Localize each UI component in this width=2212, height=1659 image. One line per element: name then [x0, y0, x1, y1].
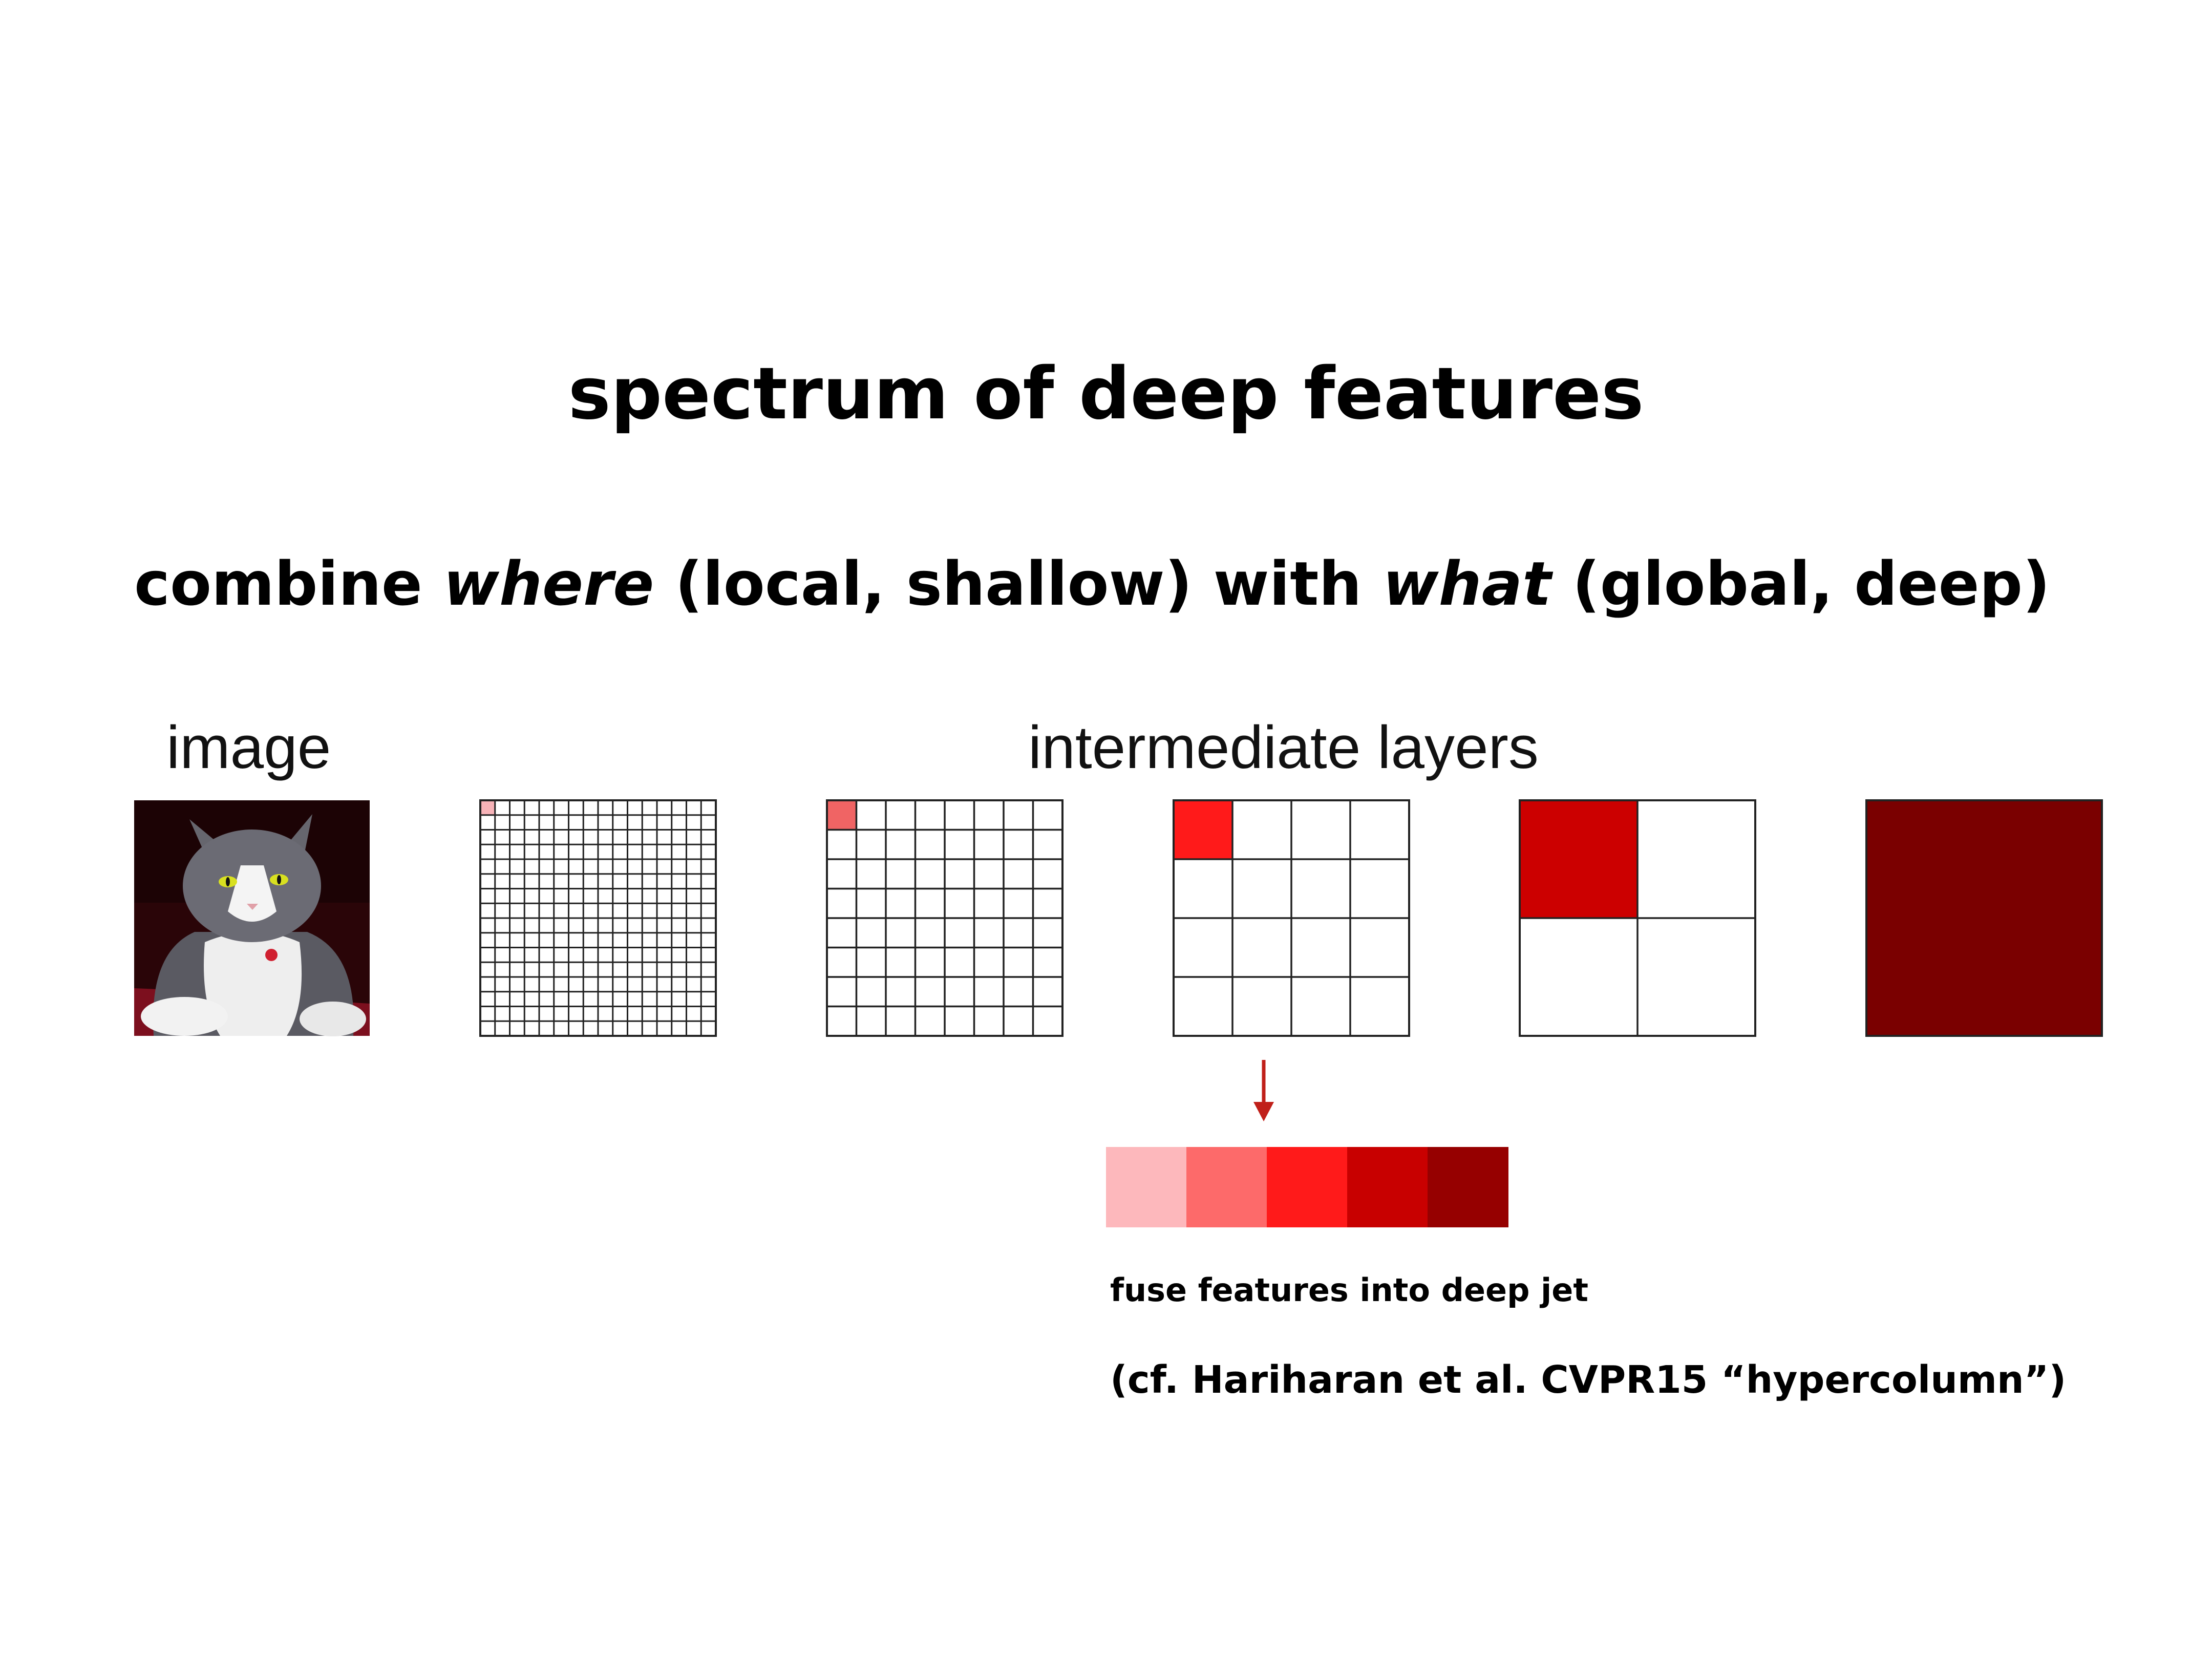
- receptive-cell-highlight: [1174, 800, 1232, 859]
- subtitle-part-1: combine: [134, 548, 444, 619]
- grid-border: [479, 799, 717, 1037]
- layer-grid-8: [826, 799, 1064, 1037]
- grid-border: [1865, 799, 2103, 1037]
- grid-border: [1519, 799, 1756, 1037]
- subtitle-part-3: (global, deep): [1551, 548, 2050, 619]
- receptive-cell-highlight: [480, 800, 495, 815]
- intermediate-layers-label: intermediate layers: [1028, 714, 1539, 781]
- reference-caption: (cf. Hariharan et al. CVPR15 “hypercolum…: [1110, 1358, 2067, 1402]
- image-label: image: [166, 714, 331, 781]
- jet-segment-3: [1267, 1147, 1348, 1227]
- receptive-cell-highlight: [1520, 800, 1637, 918]
- jet-segment-2: [1186, 1147, 1267, 1227]
- subtitle-part-2: (local, shallow) with: [654, 548, 1383, 619]
- jet-segment-1: [1106, 1147, 1187, 1227]
- fuse-caption: fuse features into deep jet: [1110, 1271, 1588, 1309]
- cat-image: [134, 800, 370, 1036]
- intermediate-layers: [479, 799, 2103, 1037]
- deep-jet-strip: [1106, 1147, 1508, 1227]
- grid-border: [1173, 799, 1410, 1037]
- layer-grid-4: [1173, 799, 1410, 1037]
- grid-border: [826, 799, 1064, 1037]
- slide-subtitle: combine where (local, shallow) with what…: [134, 548, 2050, 620]
- layer-grid-16: [479, 799, 717, 1037]
- layer-grid-1: [1865, 799, 2103, 1037]
- receptive-cell-highlight: [1866, 800, 2102, 1036]
- jet-segment-4: [1347, 1147, 1428, 1227]
- down-arrow-icon: [1253, 1060, 1274, 1121]
- layer-grid-2: [1519, 799, 1756, 1037]
- jet-segment-5: [1428, 1147, 1508, 1227]
- slide-title: spectrum of deep features: [568, 352, 1644, 436]
- receptive-cell-highlight: [827, 800, 857, 830]
- subtitle-where: where: [443, 548, 654, 619]
- subtitle-what: what: [1382, 548, 1551, 619]
